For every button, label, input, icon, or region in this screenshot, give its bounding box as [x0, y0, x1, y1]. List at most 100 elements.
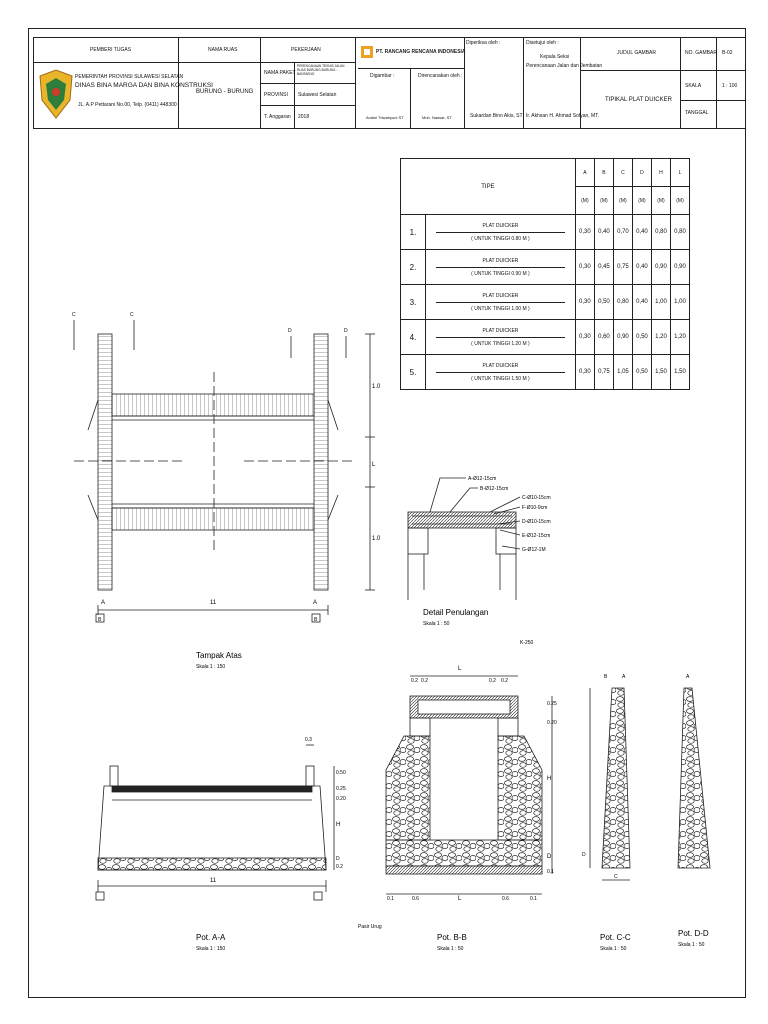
pot-bb-top-l: L [458, 666, 462, 672]
detail-scale: Skala 1 : 50 [423, 621, 450, 627]
disetujui-role2: Perencanaan Jalan dan Jembatan [526, 63, 603, 69]
pot-cc-top-b: B [604, 674, 608, 680]
hdr-line [523, 37, 524, 128]
tipe-header: TIPE [400, 158, 576, 215]
marker-c-left: C [72, 312, 76, 318]
anggaran-label: T. Anggaran [264, 114, 291, 120]
tanggal-label: TANGGAL [685, 110, 709, 116]
pot-aa-scale: Skala 1 : 150 [196, 946, 225, 952]
hdr-line [294, 62, 295, 128]
tipe-row: 5.PLAT DUICKER( UNTUK TINGGI 1.50 M )0,3… [400, 354, 691, 390]
diperiksa-name: Sukardan Bino Akis, ST [470, 113, 523, 119]
pot-cc-drawing [589, 687, 631, 881]
pot-bb-top-d2: 0.2 [421, 678, 428, 684]
hdr-line [33, 62, 355, 63]
hdr-line [260, 37, 261, 128]
rebar-g: G-Ø12-1M [522, 547, 546, 553]
hdr-line [358, 68, 464, 69]
detail-title: Detail Penulangan [423, 608, 488, 617]
nama-paket-value: PERENCANAAN TEKNIS JALAN RUAS BURUNG-BUR… [297, 64, 345, 76]
tipe-row: 4.PLAT DUICKER( UNTUK TINGGI 1.20 M )0,3… [400, 319, 691, 355]
hdr-line [410, 68, 411, 128]
rebar-a: A-Ø12-15cm [468, 476, 496, 482]
pot-bb-pasir: Pasir Urug [358, 924, 382, 930]
marker-a-left: A [101, 600, 105, 606]
tipe-row-name: PLAT DUICKER ( UNTUK TINGGI 1.20 M ) [425, 319, 576, 355]
tipe-row-name: PLAT DUICKER ( UNTUK TINGGI 1.00 M ) [425, 284, 576, 320]
skala-label: SKALA [685, 83, 702, 89]
pot-bb-bot-l: L [458, 896, 462, 902]
pot-dd-title: Pot. D-D [678, 929, 709, 938]
tipe-row-title: PLAT DUICKER [436, 363, 565, 373]
tipe-row: 3.PLAT DUICKER( UNTUK TINGGI 1.00 M )0,3… [400, 284, 691, 320]
drawing-sheet [28, 28, 746, 998]
marker-d-right: D [344, 328, 348, 334]
tampak-atas-len: 11 [210, 600, 217, 606]
tipe-row-no: 5. [400, 354, 426, 390]
disetujui-name: Ir. Akhsan H. Ahmad Sofyan, MT. [526, 113, 600, 119]
pot-aa-d3: 0.25 [336, 786, 346, 792]
tipe-row-title: PLAT DUICKER [436, 328, 565, 338]
hdr-line [716, 37, 717, 128]
tipe-table: TIPE A B C D H L (M) (M) (M) (M) (M) (M)… [400, 158, 691, 390]
tipe-row-sub: ( UNTUK TINGGI 1.20 M ) [471, 340, 530, 347]
tipe-value-cell: 1,50 [669, 354, 691, 390]
no-gambar-value: B-02 [722, 50, 733, 56]
pot-aa-d4: 0.20 [336, 796, 346, 802]
hdr-line [355, 37, 356, 128]
hdr-line [464, 37, 465, 128]
marker-c-right: C [130, 312, 134, 318]
pot-bb-right-d5: 0.1 [547, 869, 554, 875]
pot-dd-drawing [677, 687, 711, 869]
pot-cc-side: D [582, 852, 586, 858]
pot-bb-top-d4: 0.2 [501, 678, 508, 684]
tipe-row: 1.PLAT DUICKER( UNTUK TINGGI 0.80 M )0,3… [400, 214, 691, 250]
pot-bb-bot-d2: 0.6 [412, 896, 419, 902]
direncanakan-label: Direncanakan oleh : [418, 73, 463, 79]
pot-dd-scale: Skala 1 : 50 [678, 942, 705, 948]
nama-paket-label: NAMA PAKET [264, 70, 296, 76]
hdr-line [745, 37, 746, 128]
direncanakan-name: Moh. Nassar, ST [422, 115, 452, 120]
gov-line3: JL. A.P Pettarani No.00, Telp. (0411) 44… [78, 102, 177, 108]
digambar-name: Andini Triwahyuni ST [366, 115, 404, 120]
pot-bb-right-d2: 0.20 [547, 720, 557, 726]
company-name: PT. RANCANG RENCANA INDONESIA [376, 49, 466, 55]
hdr-line [260, 105, 355, 106]
hdr-line [33, 128, 745, 129]
pekerjaan-label: PEKERJAAN [291, 47, 321, 53]
hdr-line [580, 37, 581, 128]
tipe-row-sub: ( UNTUK TINGGI 1.00 M ) [471, 305, 530, 312]
hdr-line [680, 37, 681, 128]
tipe-value-cell: 1,00 [669, 284, 691, 320]
tampak-atas-dim-top: 1.0 [372, 384, 381, 390]
pot-bb-top-d3: 0.2 [489, 678, 496, 684]
pot-aa-len: 11 [210, 878, 217, 884]
rebar-f: F-Ø10-9cm [522, 505, 547, 511]
pot-cc-title: Pot. C-C [600, 933, 631, 942]
pot-aa-d2: 0.50 [336, 770, 346, 776]
nama-ruas-label: NAMA RUAS [208, 47, 238, 53]
pot-aa-d7: 0.2 [336, 864, 343, 870]
disetujui-label: Disetujui oleh : [526, 40, 559, 46]
pot-aa-h: H [336, 822, 340, 828]
pot-bb-bot-d5: 0.1 [530, 896, 537, 902]
provinsi-value: Sulawesi Selatan [298, 92, 337, 98]
rebar-e: E-Ø12-15cm [522, 533, 550, 539]
pot-dd-top: A [686, 674, 690, 680]
marker-b-right: B [314, 617, 318, 623]
pot-bb-drawing [385, 675, 553, 895]
judul-label: JUDUL GAMBAR [617, 50, 656, 56]
provinsi-label: PROVINSI [264, 92, 288, 98]
hdr-line [260, 83, 355, 84]
rebar-c: C-Ø10-15cm [522, 495, 551, 501]
pemberi-tugas-label: PEMBERI TUGAS [90, 47, 132, 53]
tampak-atas-dim-bot: 1.0 [372, 536, 381, 542]
detail-penulangan-drawing [407, 477, 521, 600]
tipe-row-title: PLAT DUICKER [436, 293, 565, 303]
tipe-row-name: PLAT DUICKER( UNTUK TINGGI 1.50 M ) [425, 354, 576, 390]
tampak-atas-title: Tampak Atas [196, 651, 242, 660]
disetujui-role1: Kepala Seksi [540, 54, 570, 60]
hdr-line [33, 37, 745, 38]
